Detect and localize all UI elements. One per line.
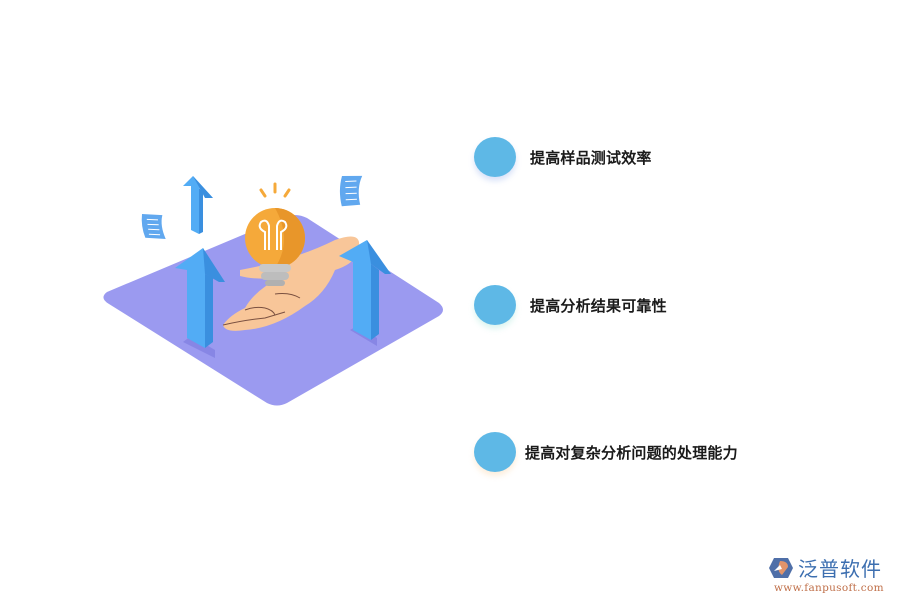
bullet-circle-icon: [474, 285, 516, 325]
brand-url: www.fanpusoft.com: [774, 582, 884, 594]
hand: [222, 236, 360, 331]
document-icon: [141, 214, 166, 239]
benefit-label: 提高对复杂分析问题的处理能力: [525, 443, 738, 462]
bullet-circle-icon: [474, 432, 516, 472]
brand-watermark: 泛普软件 www.fanpusoft.com: [768, 553, 894, 595]
benefit-label: 提高分析结果可靠性: [530, 296, 667, 315]
illustration: [95, 170, 455, 410]
light-bulb-icon: [245, 182, 305, 286]
document-icon: [339, 175, 363, 207]
analysis-illustration: [103, 175, 443, 406]
benefit-item-1: 提高样品测试效率: [474, 137, 652, 177]
benefit-item-2: 提高分析结果可靠性: [474, 285, 667, 325]
up-arrow-icon: [339, 240, 391, 340]
bullet-circle-icon: [474, 137, 516, 177]
up-arrow-icon: [175, 248, 225, 348]
up-arrow-icon: [183, 176, 213, 234]
brand-logo-icon: [769, 557, 793, 578]
benefit-item-3: 提高对复杂分析问题的处理能力: [474, 432, 738, 472]
benefit-label: 提高样品测试效率: [530, 148, 652, 167]
brand-name: 泛普软件: [798, 557, 882, 581]
